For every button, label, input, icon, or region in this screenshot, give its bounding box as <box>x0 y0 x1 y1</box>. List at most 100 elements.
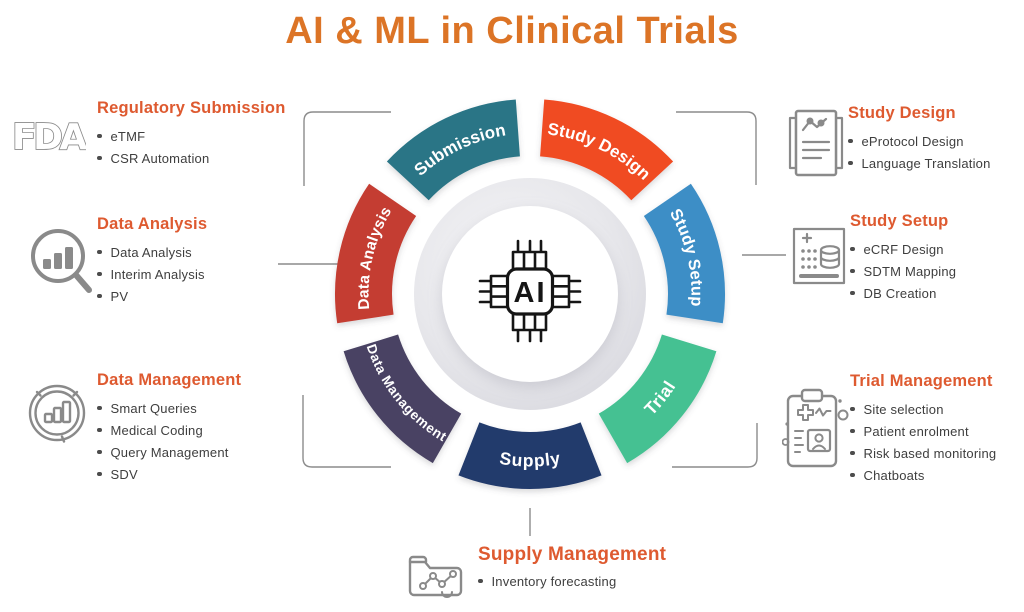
section-heading: Data Analysis <box>97 215 208 233</box>
bullet-dot <box>97 405 102 411</box>
donut-segment-label: Study Setup <box>666 206 706 307</box>
bullet-dot <box>97 249 102 255</box>
bullet-item: Data Analysis <box>97 241 297 263</box>
bullet-list: eTMF CSR Automation <box>97 125 317 169</box>
page-title: AI & ML in Clinical Trials <box>285 10 739 52</box>
bullet-label: SDV <box>110 466 138 482</box>
bullet-dot <box>97 271 102 277</box>
section-heading: Trial Management <box>850 372 993 390</box>
donut-segment-study-design <box>539 99 674 201</box>
bullet-item: Query Management <box>97 441 317 463</box>
document-chart-icon <box>788 109 844 177</box>
bullet-item: DB Creation <box>850 282 1024 304</box>
bullet-label: Smart Queries <box>110 400 197 416</box>
bullet-dot <box>850 472 855 478</box>
bullet-label: Patient enrolment <box>863 423 969 439</box>
bullet-item: Medical Coding <box>97 419 317 441</box>
connector-top-left <box>303 111 391 186</box>
bullet-dot <box>848 160 853 166</box>
bullet-item: SDTM Mapping <box>850 260 1024 282</box>
bullet-dot <box>848 138 853 144</box>
section-heading: Regulatory Submission <box>97 99 286 117</box>
donut-segment-trial <box>598 333 717 464</box>
bullet-item: Risk based monitoring <box>850 442 1024 464</box>
bullet-list: Inventory forecasting <box>478 570 738 592</box>
bullet-label: Risk based monitoring <box>863 445 997 461</box>
section-heading: Study Setup <box>850 212 949 230</box>
center-disc-inner <box>442 206 618 382</box>
bullet-item: Smart Queries <box>97 397 317 419</box>
bullet-label: Inventory forecasting <box>491 573 617 589</box>
connector-top-right <box>676 111 757 185</box>
donut-segment-label: Submission <box>410 120 507 179</box>
bullet-label: eProtocol Design <box>861 133 964 149</box>
bullet-label: Query Management <box>110 444 229 460</box>
donut-segment-supply <box>458 422 602 489</box>
bullet-item: Inventory forecasting <box>478 570 738 592</box>
bullet-item: eProtocol Design <box>848 130 1024 152</box>
donut-segment-label: Trial <box>640 377 679 419</box>
fda-logo-icon: FDA <box>11 116 86 159</box>
bullet-item: Patient enrolment <box>850 420 1024 442</box>
donut-segment-label: Data Management <box>364 342 449 444</box>
bullet-dot <box>850 450 855 456</box>
bullet-label: SDTM Mapping <box>863 263 957 279</box>
bullet-item: Language Translation <box>848 152 1024 174</box>
bullet-label: Medical Coding <box>110 422 203 438</box>
section-heading: Data Management <box>97 371 242 389</box>
bullet-label: eCRF Design <box>863 241 944 257</box>
ai-chip-label: AI <box>514 277 547 309</box>
bullet-label: Interim Analysis <box>110 266 205 282</box>
bullet-item: Interim Analysis <box>97 263 297 285</box>
bullet-dot <box>97 133 102 139</box>
center-disc-outer <box>414 178 646 410</box>
section-heading: Study Design <box>848 104 956 122</box>
donut-segment-label: Study Design <box>547 119 655 184</box>
bullet-dot <box>850 246 855 252</box>
svg-text:FDA: FDA <box>12 117 86 158</box>
bullet-label: Site selection <box>863 401 944 417</box>
bullet-dot <box>97 471 102 477</box>
bullet-label: Chatboats <box>863 467 925 483</box>
bullet-item: Site selection <box>850 398 1024 420</box>
connector-bottom-right <box>672 423 758 468</box>
bullet-dot <box>850 406 855 412</box>
donut-segment-data-analysis <box>335 183 417 324</box>
bullet-label: eTMF <box>110 128 146 144</box>
bullet-item: SDV <box>97 463 317 485</box>
donut-segment-submission <box>386 99 521 201</box>
bullet-label: Data Analysis <box>110 244 192 260</box>
bullet-dot <box>850 268 855 274</box>
donut-segment-label: Supply <box>498 448 561 471</box>
ai-chip-icon: AI <box>478 239 582 343</box>
folder-chart-icon <box>408 555 463 598</box>
bullet-label: CSR Automation <box>110 150 210 166</box>
bullet-dot <box>850 428 855 434</box>
bullet-label: Language Translation <box>861 155 991 171</box>
bullet-label: DB Creation <box>863 285 937 301</box>
magnifier-chart-icon <box>31 229 92 293</box>
bullet-dot <box>850 290 855 296</box>
donut-segment-data-management <box>343 333 462 464</box>
bullet-label: PV <box>110 288 129 304</box>
bullet-dot <box>97 449 102 455</box>
bullet-dot <box>97 293 102 299</box>
section-heading: Supply Management <box>478 544 667 565</box>
clipboard-medical-icon <box>782 388 849 468</box>
bullet-item: PV <box>97 285 297 307</box>
bullet-dot <box>478 578 483 584</box>
wheel-chart-icon <box>28 384 86 443</box>
donut-segment-label: Data Analysis <box>355 203 395 310</box>
bullet-item: eCRF Design <box>850 238 1024 260</box>
bullet-item: Chatboats <box>850 464 1024 486</box>
bullet-item: eTMF <box>97 125 317 147</box>
bullet-dot <box>97 427 102 433</box>
donut-segment-study-setup <box>643 183 725 324</box>
bullet-dot <box>97 155 102 161</box>
